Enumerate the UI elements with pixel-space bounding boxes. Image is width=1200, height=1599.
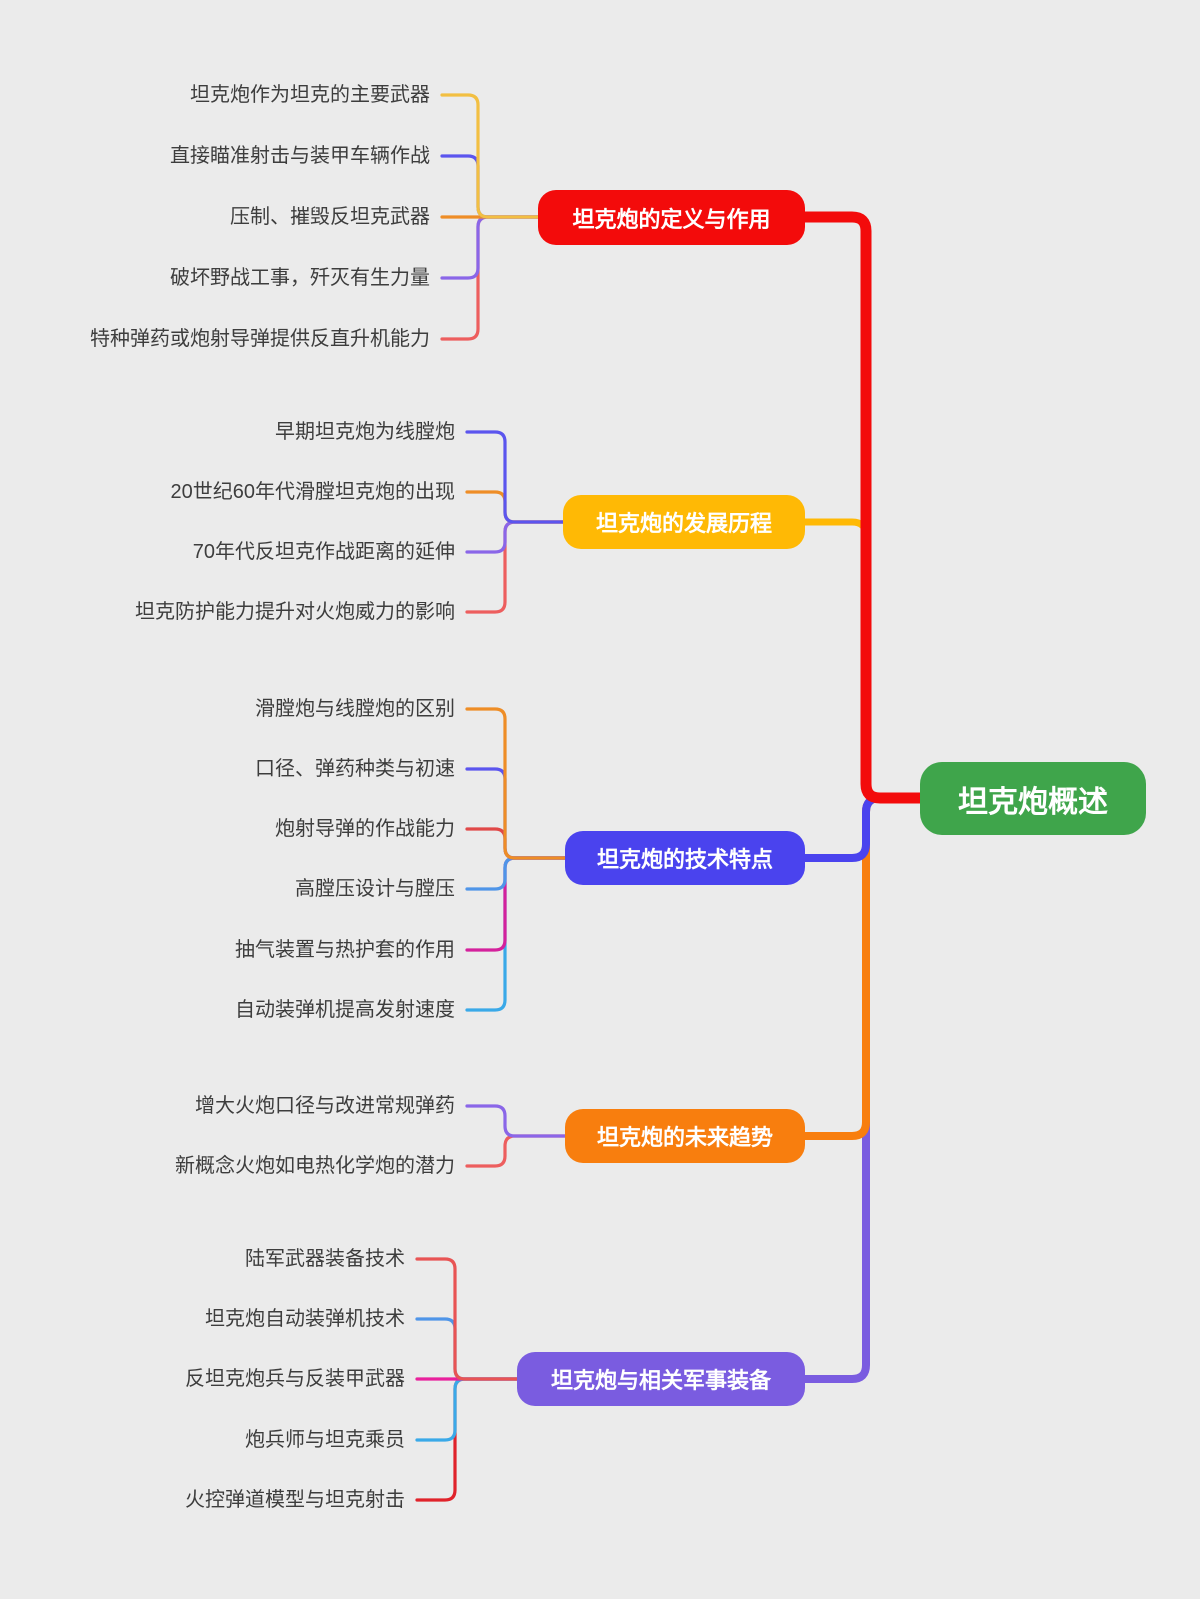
branch-node-equipment[interactable]: 坦克炮与相关军事装备 bbox=[517, 1352, 805, 1406]
leaf-connector-2-2 bbox=[465, 490, 565, 524]
leaf-connector-5-4 bbox=[415, 1377, 519, 1442]
leaf-connector-2-1 bbox=[465, 430, 565, 524]
leaf-connector-5-2 bbox=[415, 1317, 519, 1381]
leaf-label-suppress[interactable]: 压制、摧毁反坦克武器 bbox=[230, 206, 430, 228]
branch-node-technology[interactable]: 坦克炮的技术特点 bbox=[565, 831, 805, 885]
leaf-label-bore-difference[interactable]: 滑膛炮与线膛炮的区别 bbox=[255, 698, 455, 720]
leaf-label-anti-helicopter[interactable]: 特种弹药或炮射导弹提供反直升机能力 bbox=[90, 328, 430, 350]
leaf-connector-1-4 bbox=[440, 215, 540, 280]
leaf-connector-3-2 bbox=[465, 767, 567, 860]
leaf-label-armor-impact[interactable]: 坦克防护能力提升对火炮威力的影响 bbox=[135, 601, 455, 623]
leaf-connector-2-4 bbox=[465, 520, 565, 614]
leaf-label-main-weapon[interactable]: 坦克炮作为坦克的主要武器 bbox=[190, 84, 430, 106]
branch-node-future[interactable]: 坦克炮的未来趋势 bbox=[565, 1109, 805, 1163]
leaf-label-caliber-ammo[interactable]: 口径、弹药种类与初速 bbox=[255, 758, 455, 780]
leaf-connector-4-1 bbox=[465, 1104, 567, 1138]
leaf-connector-2-3 bbox=[465, 520, 565, 554]
leaf-label-anti-tank-arty[interactable]: 反坦克炮兵与反装甲武器 bbox=[185, 1368, 405, 1390]
leaf-connector-1-2 bbox=[440, 154, 540, 219]
leaf-connector-3-6 bbox=[465, 856, 567, 1012]
leaf-label-bigger-caliber[interactable]: 增大火炮口径与改进常规弹药 bbox=[195, 1095, 455, 1117]
leaf-label-bore-evacuator[interactable]: 抽气装置与热护套的作用 bbox=[235, 939, 455, 961]
leaf-label-army-equipment[interactable]: 陆军武器装备技术 bbox=[245, 1248, 405, 1270]
root-node-overview[interactable]: 坦克炮概述 bbox=[920, 762, 1146, 835]
branch-node-definition[interactable]: 坦克炮的定义与作用 bbox=[538, 190, 805, 245]
leaf-label-rifled-early[interactable]: 早期坦克炮为线膛炮 bbox=[275, 421, 455, 443]
leaf-label-chamber-pressure[interactable]: 高膛压设计与膛压 bbox=[295, 878, 455, 900]
leaf-label-smoothbore-1960s[interactable]: 20世纪60年代滑膛坦克炮的出现 bbox=[170, 481, 456, 503]
leaf-label-artillery-crew[interactable]: 炮兵师与坦克乘员 bbox=[245, 1429, 405, 1451]
leaf-connector-4-2 bbox=[465, 1134, 567, 1168]
leaf-label-gun-missile[interactable]: 炮射导弹的作战能力 bbox=[275, 818, 455, 840]
branch-node-history[interactable]: 坦克炮的发展历程 bbox=[563, 495, 805, 549]
leaf-connector-3-5 bbox=[465, 856, 567, 952]
leaf-connector-1-1 bbox=[440, 93, 540, 219]
leaf-label-new-concept-gun[interactable]: 新概念火炮如电热化学炮的潜力 bbox=[175, 1155, 455, 1177]
trunk-connector-technology bbox=[801, 794, 924, 862]
leaf-label-fortifications[interactable]: 破坏野战工事，歼灭有生力量 bbox=[170, 267, 430, 289]
leaf-label-autoloader-rate[interactable]: 自动装弹机提高发射速度 bbox=[235, 999, 455, 1021]
leaf-label-direct-fire[interactable]: 直接瞄准射击与装甲车辆作战 bbox=[170, 145, 430, 167]
leaf-connector-3-4 bbox=[465, 856, 567, 891]
leaf-connector-3-3 bbox=[465, 827, 567, 860]
leaf-connector-5-1 bbox=[415, 1257, 519, 1381]
trunk-connector-definition bbox=[799, 211, 926, 804]
leaf-connector-3-1 bbox=[465, 707, 567, 860]
leaf-label-fire-control[interactable]: 火控弹道模型与坦克射击 bbox=[185, 1489, 405, 1511]
leaf-label-range-1970s[interactable]: 70年代反坦克作战距离的延伸 bbox=[192, 541, 455, 563]
leaf-label-autoloader-tech[interactable]: 坦克炮自动装弹机技术 bbox=[205, 1308, 405, 1330]
